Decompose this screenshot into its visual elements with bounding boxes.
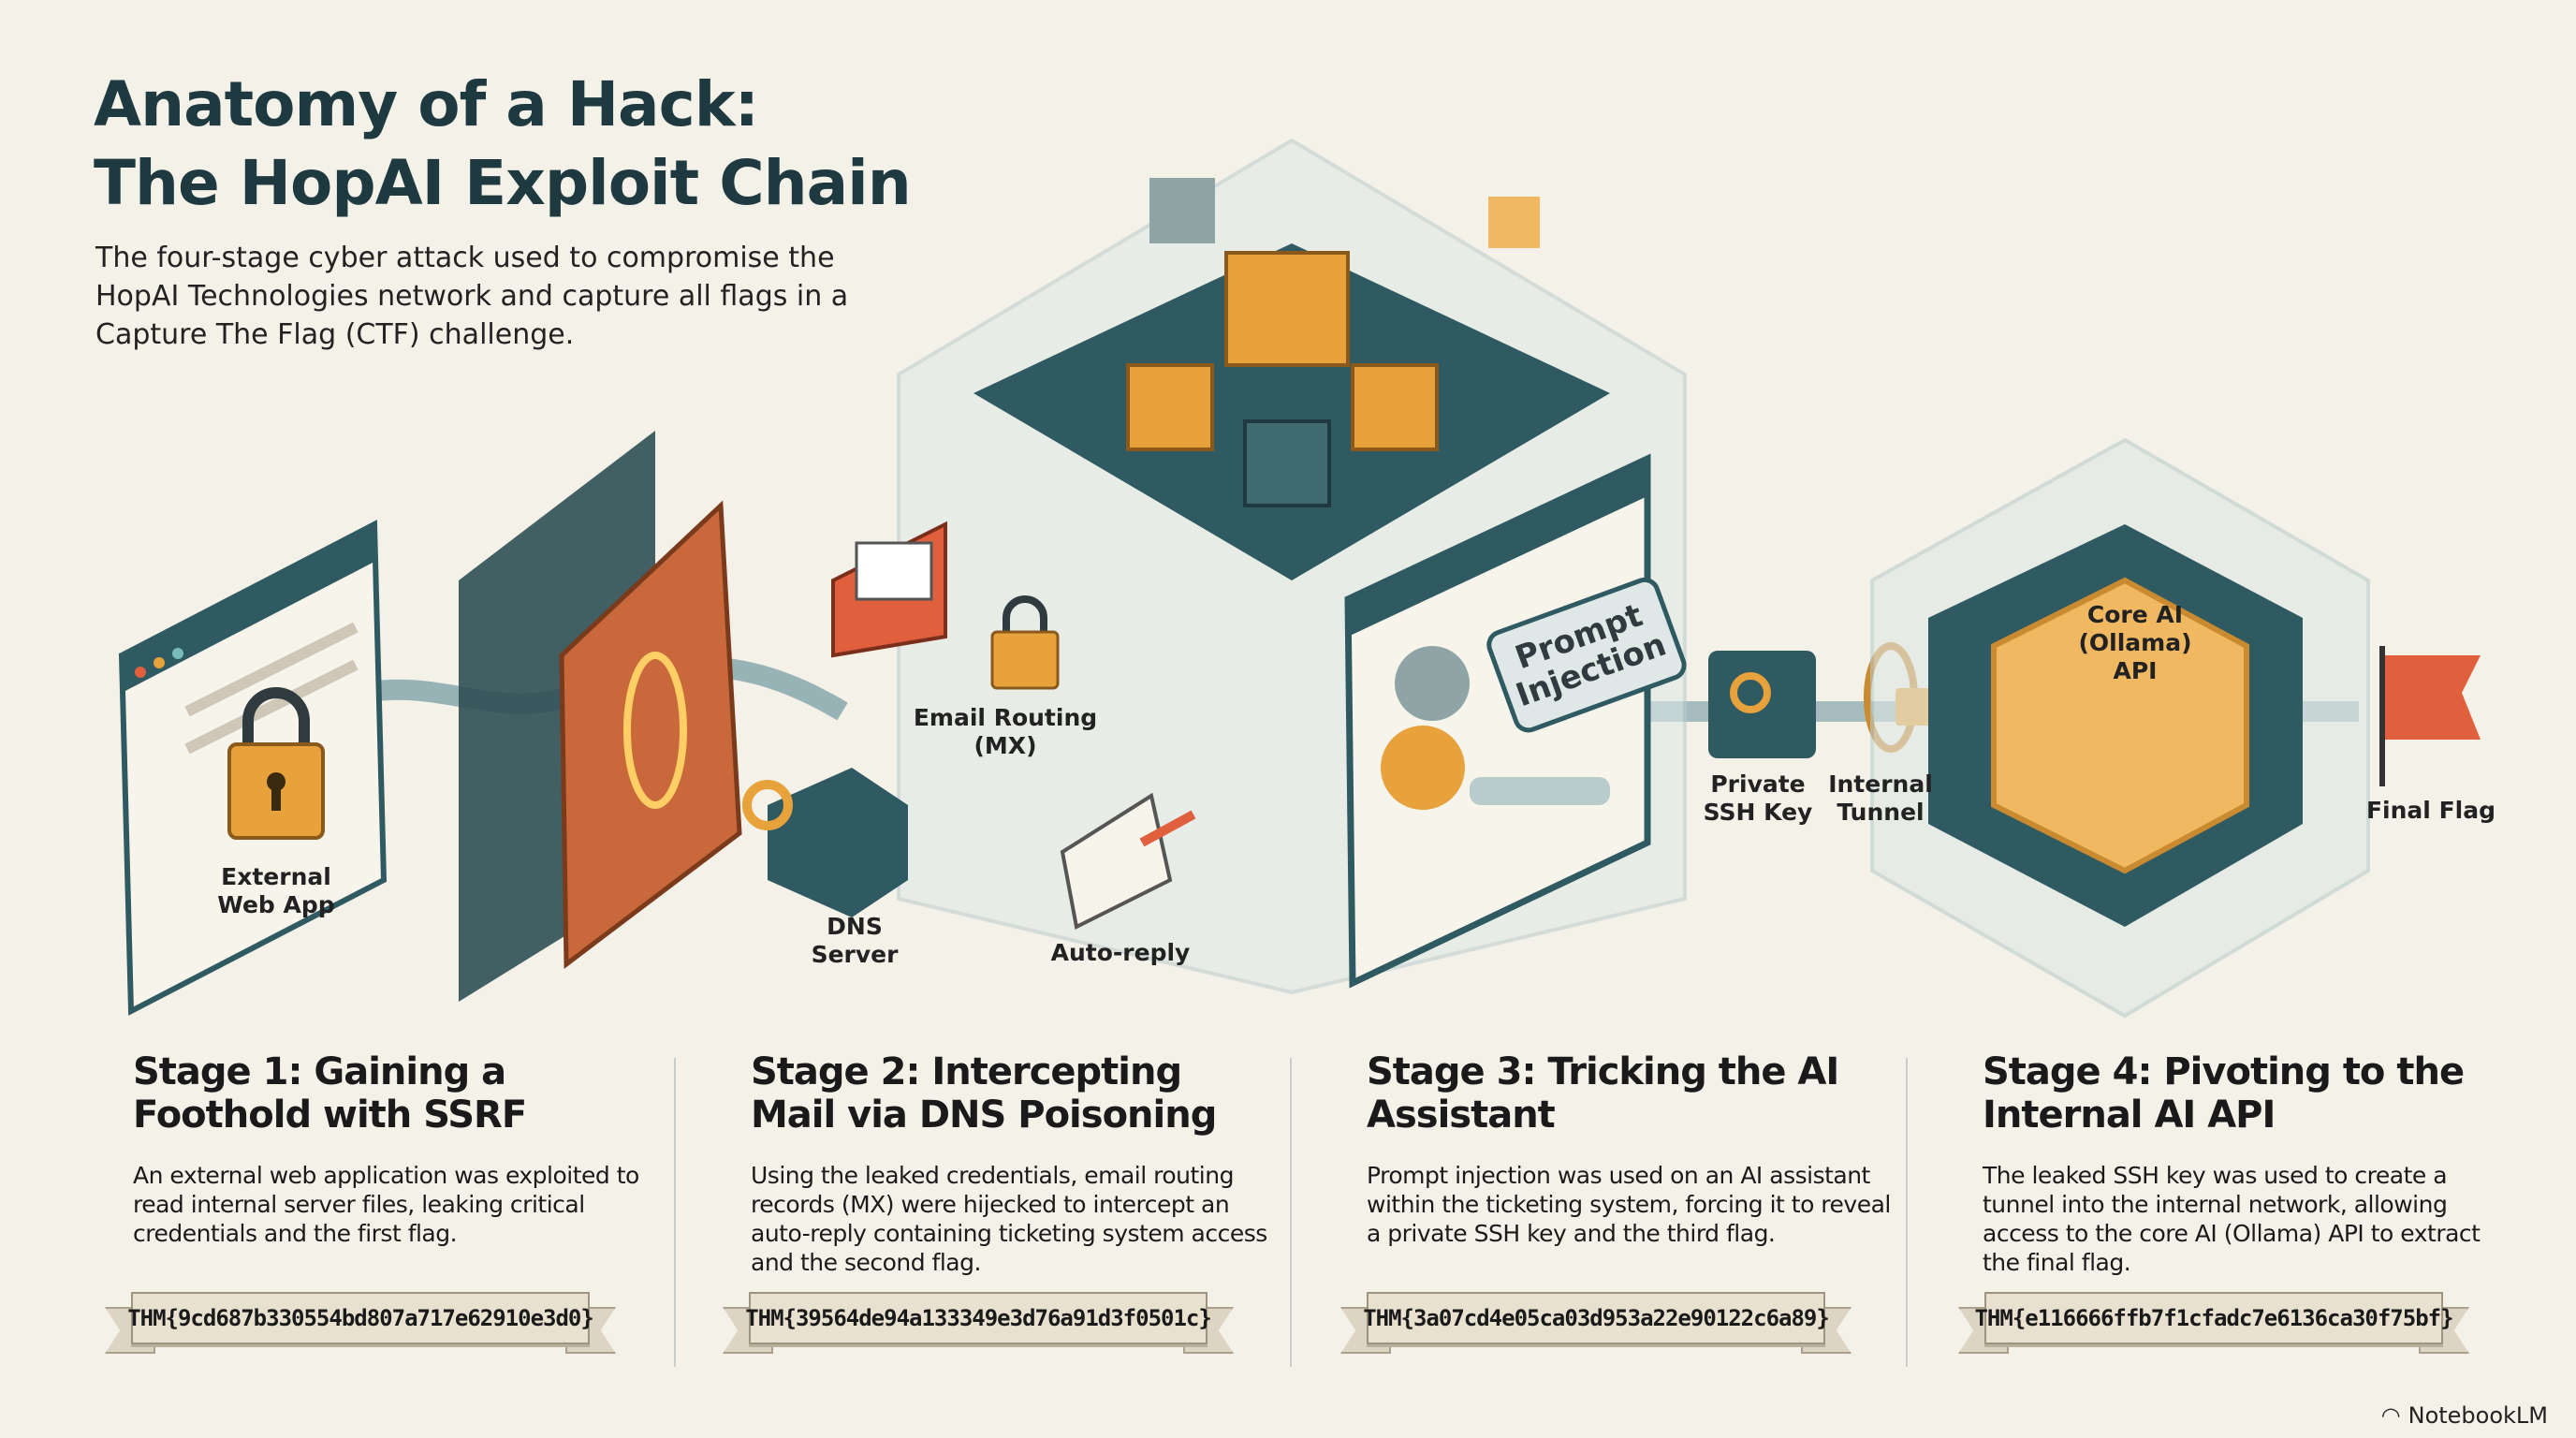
stage-title: Stage 3: Tricking the AI Assistant	[1367, 1050, 1839, 1137]
stage-description: An external web application was exploite…	[133, 1162, 639, 1247]
dns-server-icon	[742, 768, 908, 917]
flag-banner-4: THM{e116666ffb7f1cfadc7e6136ca30f75bf}	[1958, 1292, 2469, 1354]
notebooklm-watermark: ◠ NotebookLM	[2381, 1402, 2548, 1429]
stage-4: Stage 4: Pivoting to the Internal AI API…	[1983, 1050, 2507, 1277]
stage-3: Stage 3: Tricking the AI Assistant Promp…	[1367, 1050, 1891, 1248]
flag-banner-1: THM{9cd687b330554bd807a717e62910e3d0}	[105, 1292, 616, 1354]
stage-description: Prompt injection was used on an AI assis…	[1367, 1162, 1891, 1247]
auto-reply-envelope-icon	[1060, 792, 1196, 930]
ticketing-chat-window	[1344, 453, 1651, 989]
flag-banner-3: THM{3a07cd4e05ca03d953a22e90122c6a89}	[1340, 1292, 1852, 1354]
final-flag-icon	[2379, 646, 2481, 786]
title-line-1: Anatomy of a Hack:	[94, 68, 759, 140]
flag-banner-2: THM{39564de94a133349e3d76a91d3f0501c}	[723, 1292, 1234, 1354]
flag-value: THM{e116666ffb7f1cfadc7e6136ca30f75bf}	[1974, 1292, 2454, 1344]
stage-1: Stage 1: Gaining a Foothold with SSRF An…	[133, 1050, 657, 1248]
column-divider	[1906, 1058, 1908, 1367]
stage-title: Stage 1: Gaining a Foothold with SSRF	[133, 1050, 527, 1137]
user-avatar-icon	[1381, 726, 1465, 810]
page-title: Anatomy of a Hack: The HopAI Exploit Cha…	[94, 66, 912, 223]
label-email-routing: Email Routing(MX)	[914, 704, 1097, 759]
column-divider	[674, 1058, 676, 1367]
stage-description: The leaked SSH key was used to create a …	[1983, 1162, 2481, 1276]
key-icon	[742, 780, 793, 830]
title-line-2: The HopAI Exploit Chain	[94, 147, 912, 219]
firewall-icon	[559, 500, 742, 969]
page-subtitle: The four-stage cyber attack used to comp…	[95, 242, 849, 351]
brand-name: NotebookLM	[2408, 1402, 2548, 1429]
core-ai-hexagon	[1870, 437, 2370, 1019]
stage-2: Stage 2: Intercepting Mail via DNS Poiso…	[751, 1050, 1275, 1277]
label-final-flag: Final Flag	[2366, 797, 2496, 824]
label-core-ai-api: Core AI(Ollama)API	[2078, 601, 2191, 684]
flag-value: THM{3a07cd4e05ca03d953a22e90122c6a89}	[1363, 1292, 1830, 1344]
stage-description: Using the leaked credentials, email rout…	[751, 1162, 1267, 1276]
stage-title: Stage 4: Pivoting to the Internal AI API	[1983, 1050, 2465, 1137]
prompt-injection-bubble	[1486, 577, 1687, 733]
stage-title: Stage 2: Intercepting Mail via DNS Poiso…	[751, 1050, 1217, 1137]
flag-value: THM{39564de94a133349e3d76a91d3f0501c}	[745, 1292, 1212, 1344]
label-auto-reply: Auto-reply	[1051, 939, 1191, 966]
padlock-small-icon	[990, 595, 1060, 690]
notebooklm-logo-icon: ◠	[2380, 1402, 2401, 1429]
padlock-icon	[227, 687, 325, 840]
email-envelope-icon	[831, 521, 947, 658]
robot-icon	[1395, 646, 1470, 721]
column-divider	[1290, 1058, 1292, 1367]
flag-value: THM{9cd687b330554bd807a717e62910e3d0}	[127, 1292, 594, 1344]
